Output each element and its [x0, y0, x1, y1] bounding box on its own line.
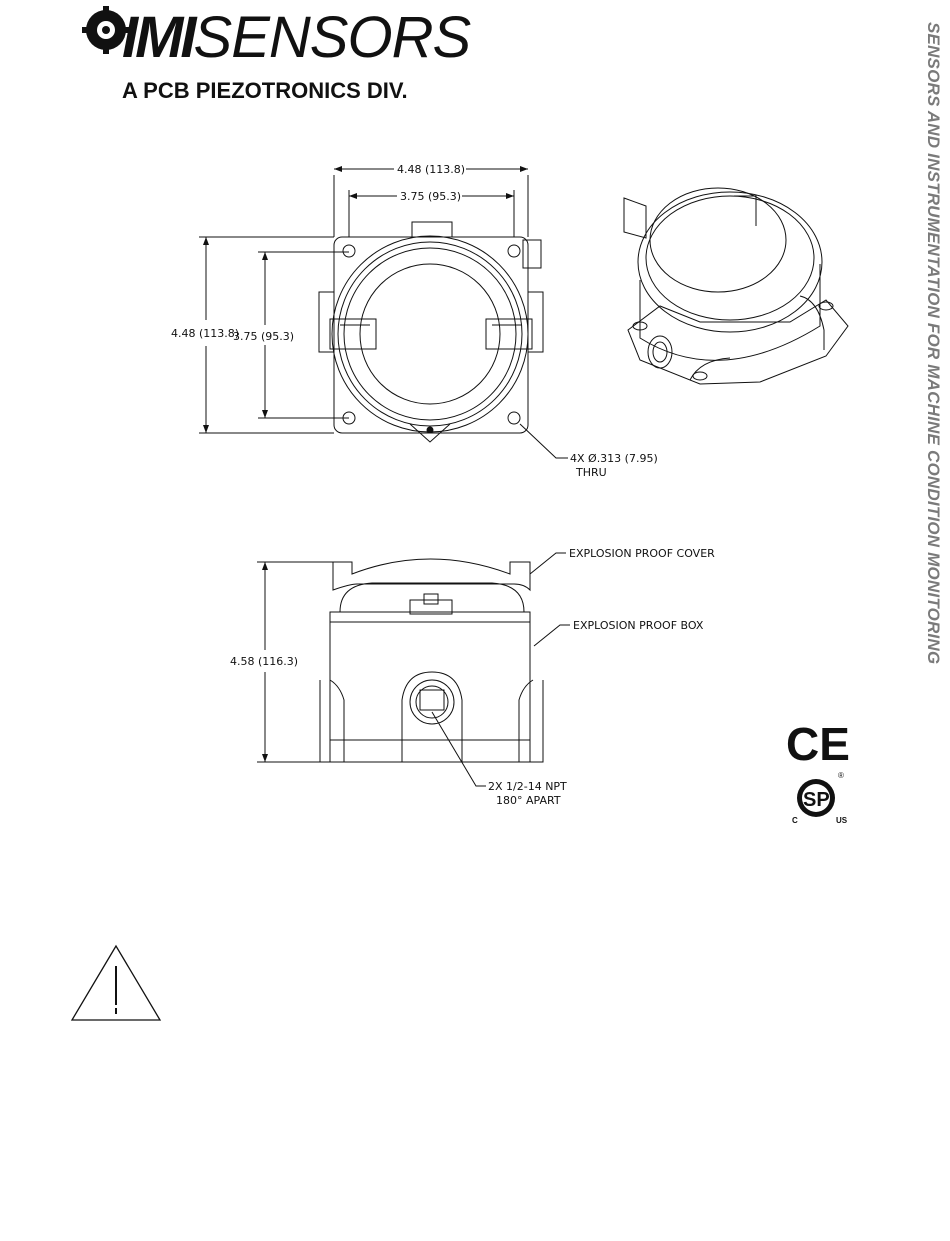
- ce-mark-icon: CE: [786, 718, 850, 770]
- svg-text:®: ®: [838, 771, 844, 780]
- csa-mark-icon: SP C US ®: [792, 771, 848, 825]
- svg-text:CE: CE: [786, 718, 850, 770]
- top-width-inner-dim: 3.75 (95.3): [400, 190, 461, 203]
- cover-label: EXPLOSION PROOF COVER: [569, 547, 715, 560]
- port-note-line1: 2X 1/2-14 NPT: [488, 780, 567, 793]
- svg-text:US: US: [836, 816, 848, 825]
- port-note-line2: 180° APART: [496, 794, 561, 807]
- top-width-outer-dim: 4.48 (113.8): [397, 163, 465, 176]
- top-view-outline: [319, 222, 543, 442]
- box-label: EXPLOSION PROOF BOX: [573, 619, 704, 632]
- hole-note-line2: THRU: [575, 466, 607, 479]
- top-height-inner-dim: 3.75 (95.3): [233, 330, 294, 343]
- side-view-outline: [320, 559, 543, 762]
- isometric-view: [624, 188, 848, 384]
- hole-note-line1: 4X Ø.313 (7.95): [570, 452, 658, 465]
- svg-text:SP: SP: [803, 789, 830, 811]
- side-height-dim: 4.58 (116.3): [230, 655, 298, 668]
- warning-triangle-icon: [72, 946, 160, 1020]
- svg-text:C: C: [792, 816, 798, 825]
- top-height-outer-dim: 4.48 (113.8): [171, 327, 239, 340]
